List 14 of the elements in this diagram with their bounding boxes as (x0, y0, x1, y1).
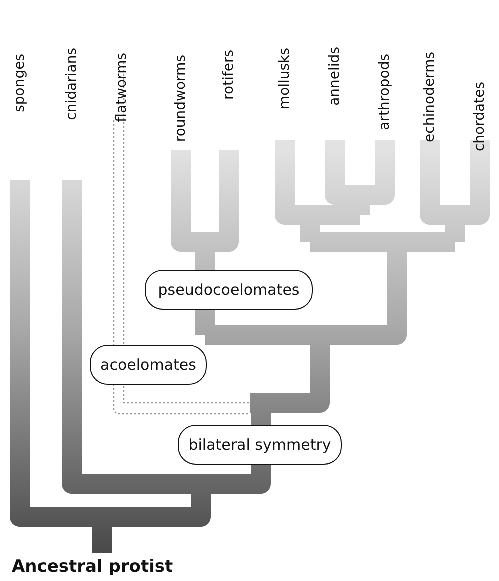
trait-label: pseudocoelomates (145, 270, 313, 310)
taxon-label: rotifers (221, 50, 237, 100)
taxon-label: arthropods (377, 54, 393, 130)
taxon-label: mollusks (277, 48, 293, 110)
taxon-label: chordates (472, 82, 488, 152)
taxon-label: annelids (327, 47, 343, 106)
root-label: Ancestral protist (12, 557, 174, 577)
trait-label: acoelomates (90, 345, 207, 385)
taxon-label: flatworms (114, 52, 130, 122)
taxon-label: echinoderms (422, 52, 438, 142)
taxon-label: roundworms (173, 54, 189, 142)
taxon-label: cnidarians (64, 48, 80, 120)
taxon-label: sponges (12, 54, 28, 112)
trait-label: bilateral symmetry (178, 425, 342, 465)
